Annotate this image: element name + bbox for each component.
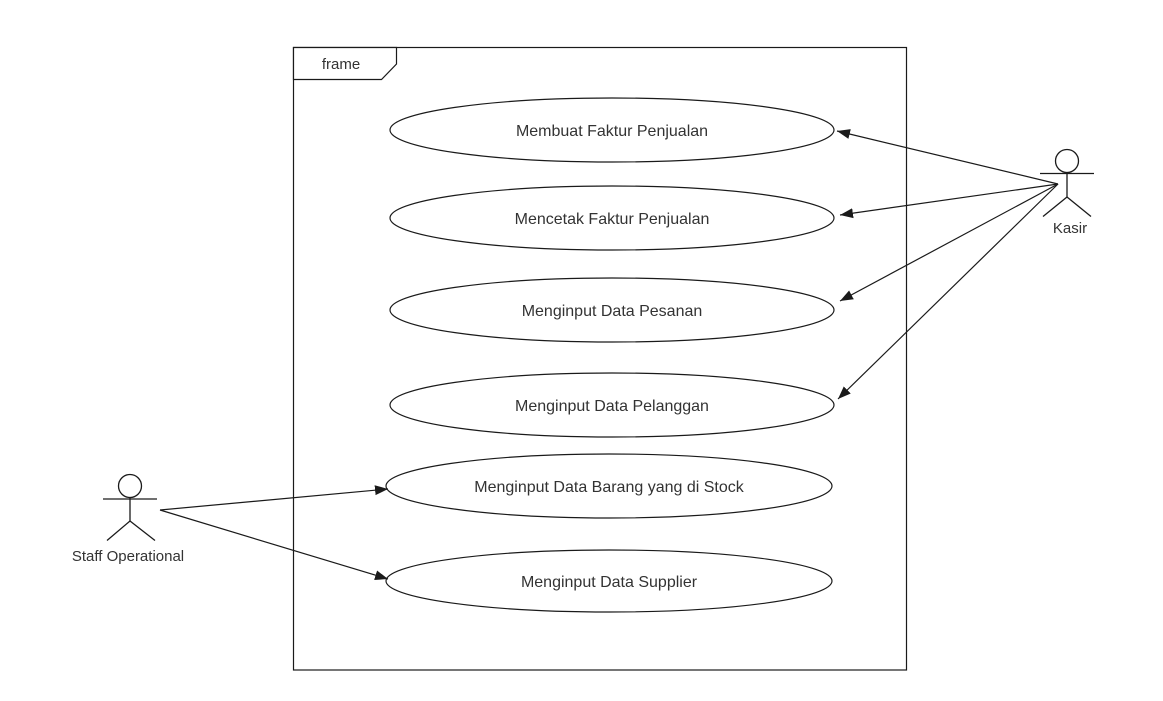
use-case-label: Mencetak Faktur Penjualan	[515, 211, 710, 228]
use-case-menginput-data-barang: Menginput Data Barang yang di Stock	[385, 453, 833, 519]
use-case-membuat-faktur-penjualan: Membuat Faktur Penjualan	[389, 97, 835, 163]
use-case-label: Membuat Faktur Penjualan	[516, 123, 708, 140]
stick-figure-icon	[103, 473, 157, 542]
actor-head	[1054, 148, 1080, 174]
use-case-mencetak-faktur-penjualan: Mencetak Faktur Penjualan	[389, 185, 835, 251]
use-case-label: Menginput Data Pesanan	[522, 303, 703, 320]
edge-staff-menginput-barang	[159, 485, 389, 511]
edge-kasir-mencetak-faktur	[839, 183, 1059, 219]
actor-label: Staff Operational	[72, 548, 184, 565]
edge-staff-menginput-supplier	[159, 509, 389, 581]
actor-head	[117, 473, 143, 499]
connectors	[159, 129, 1059, 581]
use-case-menginput-data-pelanggan: Menginput Data Pelanggan	[389, 372, 835, 438]
edge-kasir-membuat-faktur	[836, 129, 1059, 185]
use-case-label: Menginput Data Supplier	[521, 574, 698, 591]
actor-left-leg	[1042, 196, 1068, 218]
edge-kasir-menginput-pesanan	[839, 183, 1059, 302]
frame-label-tab	[292, 46, 398, 81]
edge-kasir-menginput-pelanggan	[837, 183, 1059, 400]
use-case-ellipse	[389, 97, 835, 163]
use-case-menginput-data-pesanan: Menginput Data Pesanan	[389, 277, 835, 343]
actor-right-leg	[129, 520, 156, 542]
actor-label: Kasir	[1053, 220, 1087, 237]
actor-kasir: Kasir	[1040, 148, 1094, 237]
use-cases: Membuat Faktur Penjualan Mencetak Faktur…	[385, 97, 835, 613]
actor-right-leg	[1066, 196, 1092, 218]
use-case-ellipse	[389, 185, 835, 251]
use-case-ellipse	[385, 549, 833, 613]
use-case-menginput-data-supplier: Menginput Data Supplier	[385, 549, 833, 613]
use-case-ellipse	[389, 277, 835, 343]
use-case-label: Menginput Data Barang yang di Stock	[474, 479, 745, 496]
use-case-ellipse	[389, 372, 835, 438]
use-case-label: Menginput Data Pelanggan	[515, 398, 709, 415]
actor-left-leg	[106, 520, 131, 541]
stick-figure-icon	[1040, 148, 1094, 218]
actor-staff-operational: Staff Operational	[72, 473, 184, 565]
frame-label: frame	[322, 56, 360, 73]
